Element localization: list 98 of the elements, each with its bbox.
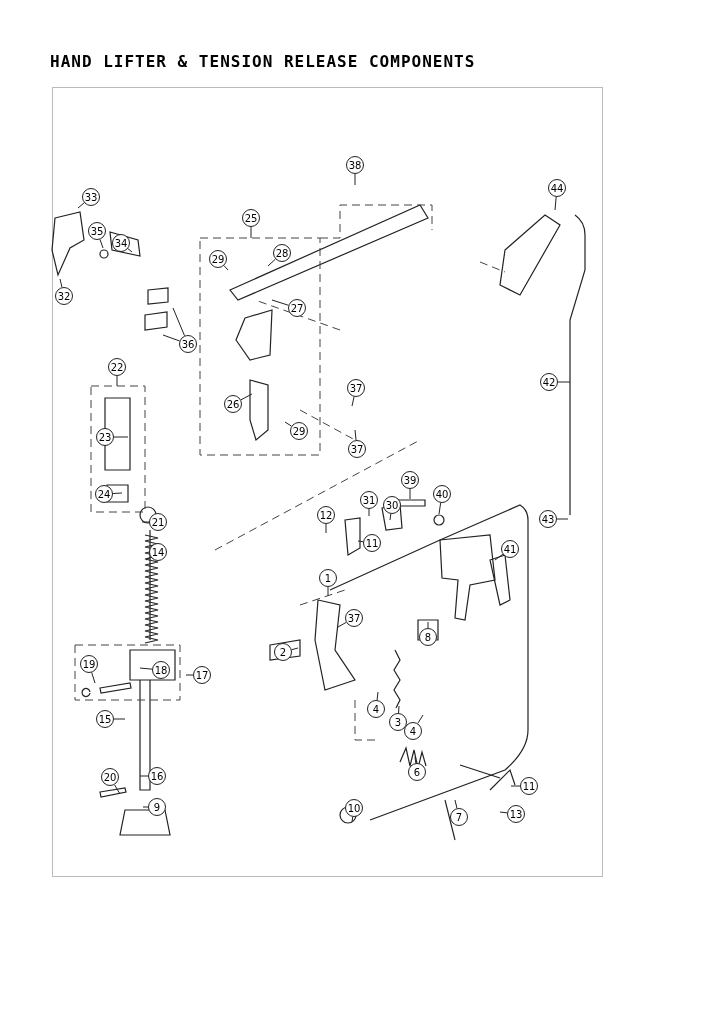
leader-line xyxy=(172,307,186,337)
callout-number: 4 xyxy=(404,722,422,740)
callout-number: 15 xyxy=(96,710,114,728)
callout-number: 10 xyxy=(345,799,363,817)
callout-number: 1 xyxy=(319,569,337,587)
leader-line xyxy=(494,553,504,561)
leader-line xyxy=(556,518,569,520)
leader-line xyxy=(284,421,292,427)
leader-line xyxy=(223,265,229,271)
leader-line xyxy=(354,429,357,441)
callout-number: 41 xyxy=(501,540,519,558)
callout-number: 12 xyxy=(317,506,335,524)
callout-number: 30 xyxy=(383,496,401,514)
callout-number: 36 xyxy=(179,335,197,353)
leader-line xyxy=(389,513,392,521)
leader-line xyxy=(351,396,355,407)
callout-number: 3 xyxy=(389,713,407,731)
leader-line xyxy=(116,375,118,387)
callout-number: 16 xyxy=(148,767,166,785)
callout-number: 6 xyxy=(408,763,426,781)
leader-line xyxy=(554,196,557,211)
callout-number: 29 xyxy=(209,250,227,268)
leader-line xyxy=(77,202,85,209)
callout-number: 4 xyxy=(367,700,385,718)
callout-number: 11 xyxy=(363,534,381,552)
callout-number: 18 xyxy=(152,661,170,679)
leader-line xyxy=(376,691,379,701)
callout-number: 25 xyxy=(242,209,260,227)
callout-number: 39 xyxy=(401,471,419,489)
callout-number: 19 xyxy=(80,655,98,673)
callout-number: 7 xyxy=(450,808,468,826)
leader-line xyxy=(357,540,364,543)
callout-number: 24 xyxy=(95,485,113,503)
callout-number: 38 xyxy=(346,156,364,174)
callout-number: 43 xyxy=(539,510,557,528)
leader-line xyxy=(113,436,129,438)
callout-number: 14 xyxy=(149,543,167,561)
callout-number: 42 xyxy=(540,373,558,391)
leader-line xyxy=(267,258,276,267)
leader-line xyxy=(427,621,429,629)
leader-line xyxy=(185,674,194,676)
leader-line xyxy=(327,586,329,597)
callout-number: 34 xyxy=(112,234,130,252)
leader-line xyxy=(499,811,508,814)
leader-line xyxy=(91,672,96,684)
leader-line xyxy=(59,278,63,288)
callout-number: 8 xyxy=(419,628,437,646)
leader-line xyxy=(240,393,253,401)
callout-number: 27 xyxy=(288,299,306,317)
leader-line xyxy=(250,226,252,239)
callout-number: 23 xyxy=(96,428,114,446)
leader-line xyxy=(351,816,354,823)
callout-number: 20 xyxy=(101,768,119,786)
callout-number: 13 xyxy=(507,805,525,823)
diagram-title: HAND LIFTER & TENSION RELEASE COMPONENTS xyxy=(50,52,476,71)
leader-line xyxy=(291,647,299,651)
leader-line xyxy=(510,785,521,787)
leader-line xyxy=(325,523,327,534)
callout-number: 2 xyxy=(274,643,292,661)
leader-line xyxy=(368,508,370,517)
callout-number: 29 xyxy=(290,422,308,440)
leader-line xyxy=(139,775,149,777)
callout-number: 37 xyxy=(348,440,366,458)
leader-line xyxy=(438,502,442,515)
callout-number: 37 xyxy=(347,379,365,397)
callout-number: 21 xyxy=(149,513,167,531)
callout-number: 26 xyxy=(224,395,242,413)
callout-number: 40 xyxy=(433,485,451,503)
leader-line xyxy=(113,718,126,720)
callout-number: 32 xyxy=(55,287,73,305)
leader-line xyxy=(139,667,153,670)
callout-number: 9 xyxy=(148,798,166,816)
leader-line xyxy=(99,239,104,249)
leader-line xyxy=(142,806,149,808)
leader-line xyxy=(112,492,123,494)
leader-line xyxy=(145,556,151,561)
leader-line xyxy=(454,799,458,809)
callout-number: 17 xyxy=(193,666,211,684)
leader-line xyxy=(398,705,400,714)
callout-number: 44 xyxy=(548,179,566,197)
leader-line xyxy=(557,381,571,383)
leader-line xyxy=(337,621,347,628)
leader-line xyxy=(417,714,424,724)
callout-number: 28 xyxy=(273,244,291,262)
leader-line xyxy=(271,299,289,306)
callout-number: 33 xyxy=(82,188,100,206)
leader-line xyxy=(127,248,133,253)
callout-number: 22 xyxy=(108,358,126,376)
leader-line xyxy=(114,784,121,795)
leader-line xyxy=(141,521,150,523)
leader-line xyxy=(354,173,356,186)
leader-line xyxy=(162,334,181,342)
callout-number: 37 xyxy=(345,609,363,627)
leader-line xyxy=(409,488,411,500)
leader-line xyxy=(414,756,417,764)
callout-number: 11 xyxy=(520,777,538,795)
callout-number: 31 xyxy=(360,491,378,509)
callout-number: 35 xyxy=(88,222,106,240)
